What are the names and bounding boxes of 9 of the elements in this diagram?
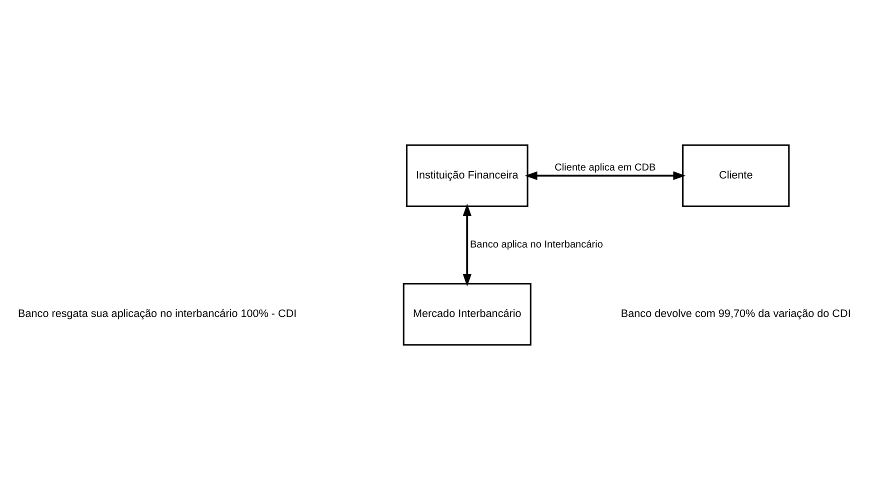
node-box: Cliente xyxy=(682,144,790,207)
arrow xyxy=(462,203,472,286)
edge-label: Cliente aplica em CDB xyxy=(554,162,656,174)
edge-label: Banco aplica no Interbancário xyxy=(470,239,603,250)
node-box: Instituição Financeira xyxy=(406,144,528,207)
arrow xyxy=(524,170,686,180)
label: Banco devolve com 99,70% da variação do CDI xyxy=(620,308,851,320)
label: Banco resgata sua aplicação no interbancário 100% - CDI xyxy=(18,308,297,320)
node-box: Mercado Interbancário xyxy=(402,282,532,346)
